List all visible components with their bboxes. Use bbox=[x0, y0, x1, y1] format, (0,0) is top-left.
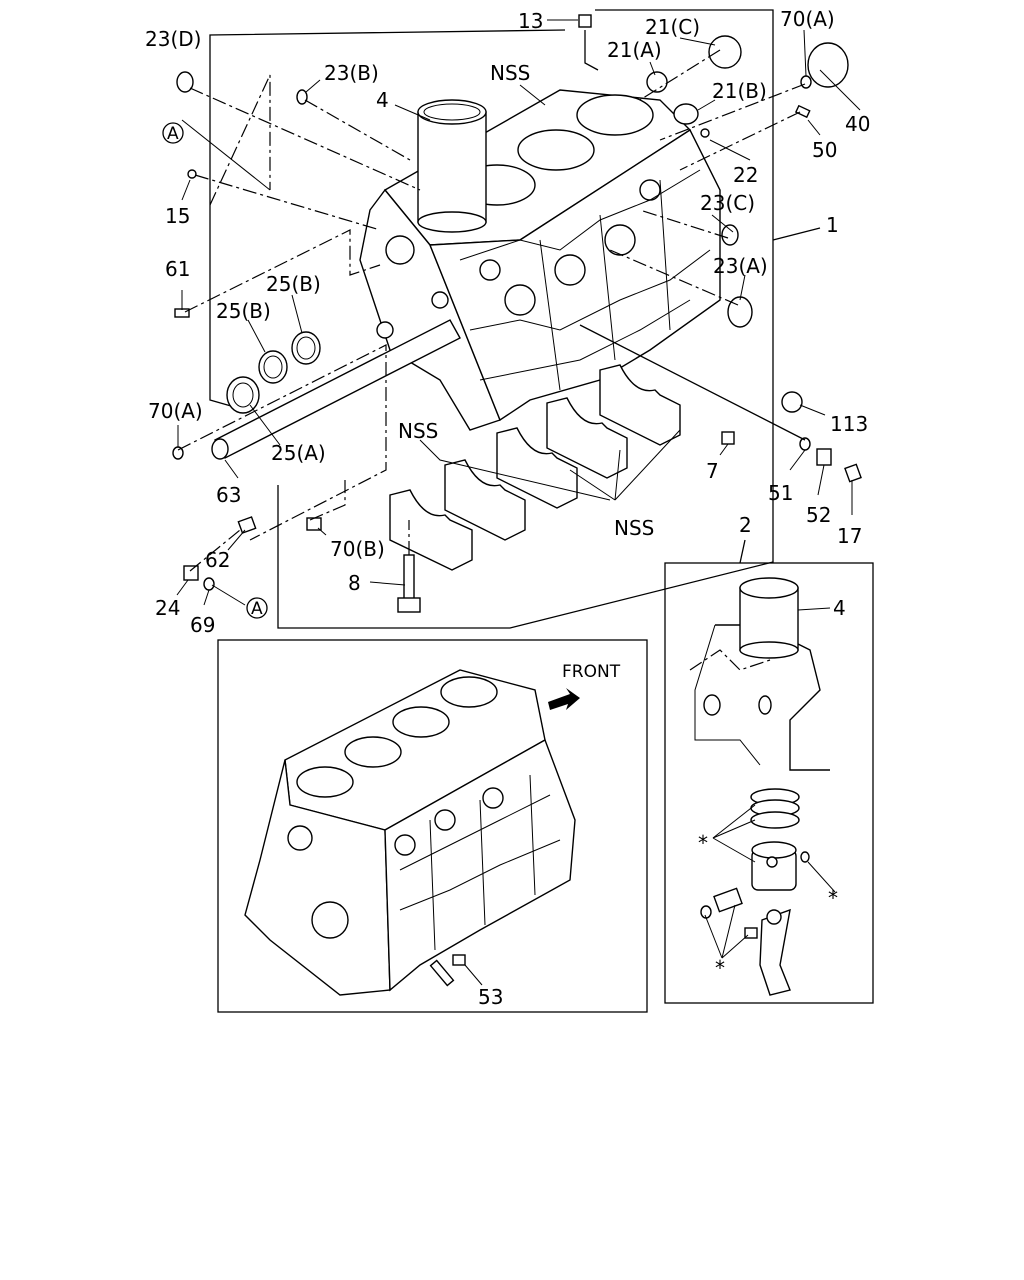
label-23a: 23(A) bbox=[713, 254, 768, 278]
assembly-boundary bbox=[209, 9, 821, 629]
label-22: 22 bbox=[733, 163, 758, 187]
bearing-cap-2 bbox=[444, 459, 526, 541]
small-parts bbox=[172, 14, 862, 613]
label-21a: 21(A) bbox=[607, 38, 662, 62]
label-70a-top: 70(A) bbox=[780, 7, 835, 31]
label-7: 7 bbox=[706, 459, 719, 483]
label-51: 51 bbox=[768, 481, 793, 505]
plug-13 bbox=[578, 14, 592, 28]
piston-kit-box: 4 * * * bbox=[664, 539, 874, 1004]
cylinder-block bbox=[359, 89, 721, 431]
label-4-box: 4 bbox=[833, 596, 846, 620]
label-21c: 21(C) bbox=[645, 15, 700, 39]
label-52: 52 bbox=[806, 503, 831, 527]
label-13: 13 bbox=[518, 9, 543, 33]
label-15: 15 bbox=[165, 204, 190, 228]
label-25b-1: 25(B) bbox=[266, 272, 321, 296]
alignment-lines bbox=[177, 49, 806, 572]
asterisk-rings: * bbox=[698, 831, 708, 855]
part-labels: 13 21(C) 70(A) 23(D) 23(B) NSS 21(A) 21(… bbox=[145, 7, 870, 637]
label-23d: 23(D) bbox=[145, 27, 201, 51]
label-front: FRONT bbox=[562, 662, 621, 682]
label-70b: 70(B) bbox=[330, 537, 385, 561]
label-23b: 23(B) bbox=[324, 61, 379, 85]
label-nss-bottom: NSS bbox=[614, 516, 654, 540]
label-40: 40 bbox=[845, 112, 870, 136]
asterisk-pin: * bbox=[715, 956, 725, 980]
label-21b: 21(B) bbox=[712, 79, 767, 103]
plug-40 bbox=[807, 42, 849, 88]
label-23c: 23(C) bbox=[700, 191, 755, 215]
bearing-cap-1 bbox=[389, 489, 473, 571]
label-61: 61 bbox=[165, 257, 190, 281]
asterisk-clip: * bbox=[828, 886, 838, 910]
label-62: 62 bbox=[205, 548, 230, 572]
label-113: 113 bbox=[830, 412, 868, 436]
label-17: 17 bbox=[837, 524, 862, 548]
label-63: 63 bbox=[216, 483, 241, 507]
label-24: 24 bbox=[155, 596, 180, 620]
label-70a-left: 70(A) bbox=[148, 399, 203, 423]
callout-a-top bbox=[162, 122, 184, 144]
callout-a-bottom bbox=[246, 597, 268, 619]
callout-a-bottom-label: A bbox=[251, 599, 263, 619]
label-69: 69 bbox=[190, 613, 215, 637]
label-4: 4 bbox=[376, 88, 389, 112]
label-nss-mid: NSS bbox=[398, 419, 438, 443]
front-arrow-icon bbox=[548, 688, 580, 710]
bearing-cap-4 bbox=[546, 397, 628, 479]
label-25b-2: 25(B) bbox=[216, 299, 271, 323]
label-8: 8 bbox=[348, 571, 361, 595]
label-2: 2 bbox=[739, 513, 752, 537]
plug-21c bbox=[708, 35, 742, 69]
label-50: 50 bbox=[812, 138, 837, 162]
label-nss-top: NSS bbox=[490, 61, 530, 85]
label-1: 1 bbox=[826, 213, 839, 237]
callout-a-top-label: A bbox=[167, 124, 179, 144]
leader-lines bbox=[176, 19, 861, 606]
label-25a: 25(A) bbox=[271, 441, 326, 465]
label-53: 53 bbox=[478, 985, 503, 1009]
complete-block-view: FRONT 53 bbox=[217, 639, 648, 1013]
bearing-cap-5 bbox=[599, 364, 681, 446]
